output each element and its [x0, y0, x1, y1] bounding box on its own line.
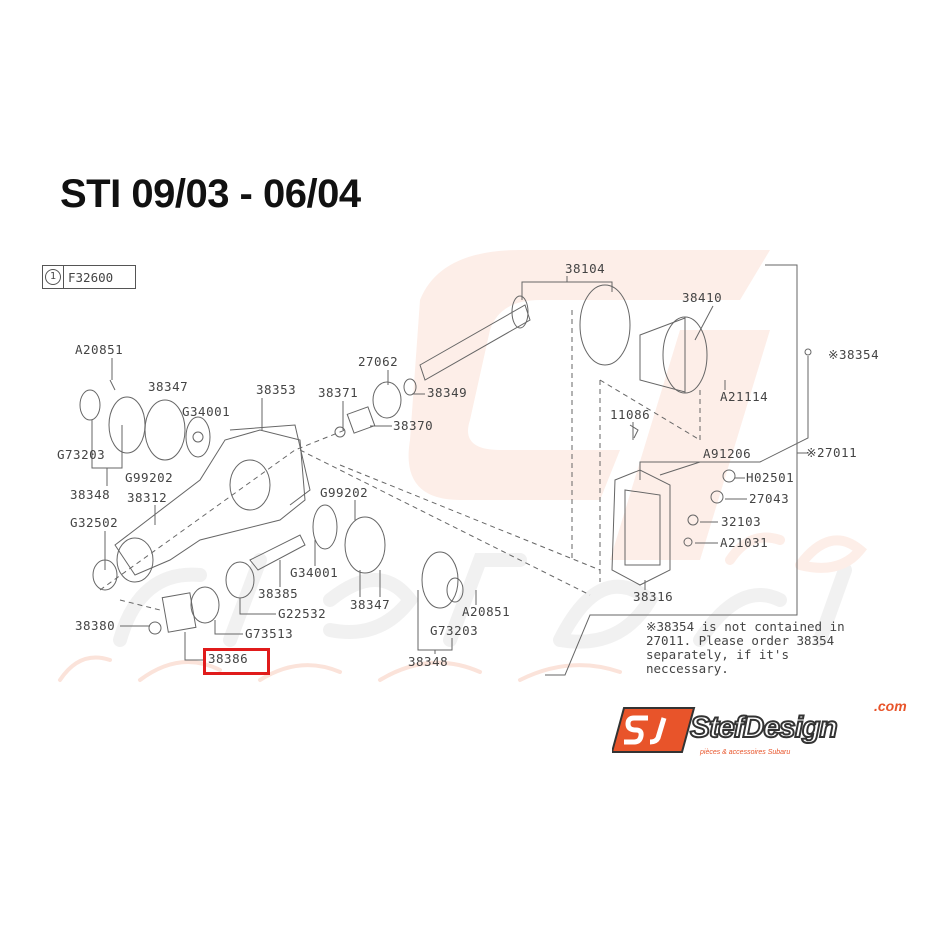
- part-label: A21031: [720, 535, 769, 550]
- part-label: G34001: [182, 404, 231, 419]
- part-label: 27043: [749, 491, 790, 506]
- logo-tagline: pièces & accessoires Subaru: [700, 749, 791, 756]
- part-label: A21114: [720, 389, 769, 404]
- part-label-highlighted: 38386: [208, 651, 249, 666]
- part-label: G34001: [290, 565, 339, 580]
- part-label: 38348: [70, 487, 111, 502]
- part-label: 38349: [427, 385, 468, 400]
- part-label: 38316: [633, 589, 674, 604]
- part-label: 38410: [682, 290, 723, 305]
- part-label: 38312: [127, 490, 168, 505]
- part-label: G99202: [125, 470, 174, 485]
- highlight-box: [203, 648, 270, 675]
- part-label: G99202: [320, 485, 369, 500]
- part-label: G73203: [430, 623, 479, 638]
- reference-circle: 1: [45, 269, 61, 285]
- differential-38410: [639, 316, 708, 394]
- dashed-guide-lines: [99, 310, 701, 611]
- part-label: 38380: [75, 618, 116, 633]
- page-title: STI 09/03 - 06/04: [60, 172, 361, 216]
- part-label: A20851: [75, 342, 124, 357]
- part-label: A20851: [462, 604, 511, 619]
- part-label: 38347: [148, 379, 189, 394]
- part-label: G73203: [57, 447, 106, 462]
- part-label: G32502: [70, 515, 119, 530]
- part-label: G73513: [245, 626, 294, 641]
- part-label: G22532: [278, 606, 327, 621]
- left-side-parts: [79, 379, 211, 591]
- leader-lines: [91, 264, 809, 676]
- part-label: ※38354: [828, 347, 880, 362]
- reference-box: 1 F32600: [42, 265, 136, 289]
- part-label: 27062: [358, 354, 399, 369]
- part-label: 11086: [610, 407, 651, 422]
- part-label: H02501: [746, 470, 795, 485]
- logo-suffix: .com: [874, 698, 907, 714]
- part-label: 38347: [350, 597, 391, 612]
- part-label: A91206: [703, 446, 752, 461]
- part-label: 38385: [258, 586, 299, 601]
- logo-name: StefDesign: [689, 711, 839, 745]
- footnote: ※38354 is not contained in 27011. Please…: [646, 619, 845, 676]
- rear-cover-38316: [611, 348, 812, 586]
- part-label: 32103: [721, 514, 762, 529]
- stefdesign-logo: [612, 707, 696, 753]
- part-label: 38370: [393, 418, 434, 433]
- part-label: 38371: [318, 385, 359, 400]
- part-label: 38353: [256, 382, 297, 397]
- part-label: 38348: [408, 654, 449, 669]
- pinion-and-ring-gear: [334, 284, 631, 438]
- part-label: 38104: [565, 261, 606, 276]
- part-label: ※27011: [806, 445, 858, 460]
- reference-code: F32600: [68, 269, 114, 285]
